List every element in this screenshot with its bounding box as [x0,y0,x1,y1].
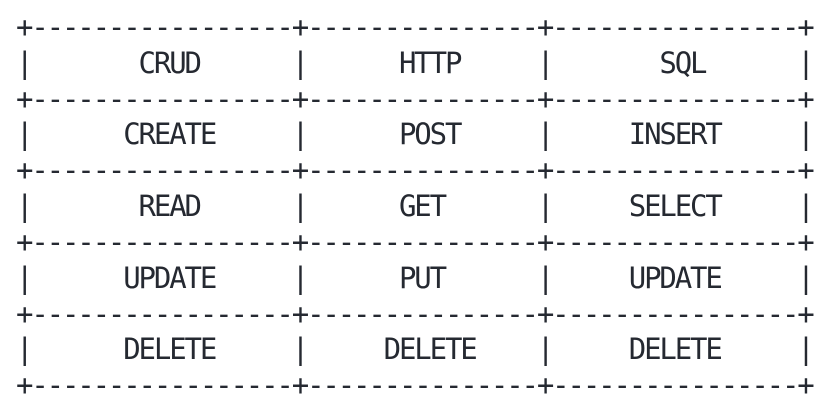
table-header-row: | CRUD | HTTP | SQL | [16,45,815,80]
table-border: +-----------------+---------------+-----… [16,81,815,116]
table-border: +-----------------+---------------+-----… [16,296,815,331]
table-row-update: | UPDATE | PUT | UPDATE | [16,260,815,295]
ascii-table: +-----------------+---------------+-----… [16,10,815,404]
table-row-create: | CREATE | POST | INSERT | [16,117,815,152]
table-row-delete: | DELETE | DELETE | DELETE | [16,332,815,367]
table-border: +-----------------+---------------+-----… [16,153,815,188]
table-border: +-----------------+---------------+-----… [16,10,815,44]
table-border: +-----------------+---------------+-----… [16,368,815,403]
table-row-read: | READ | GET | SELECT | [16,189,815,224]
table-border: +-----------------+---------------+-----… [16,224,815,259]
